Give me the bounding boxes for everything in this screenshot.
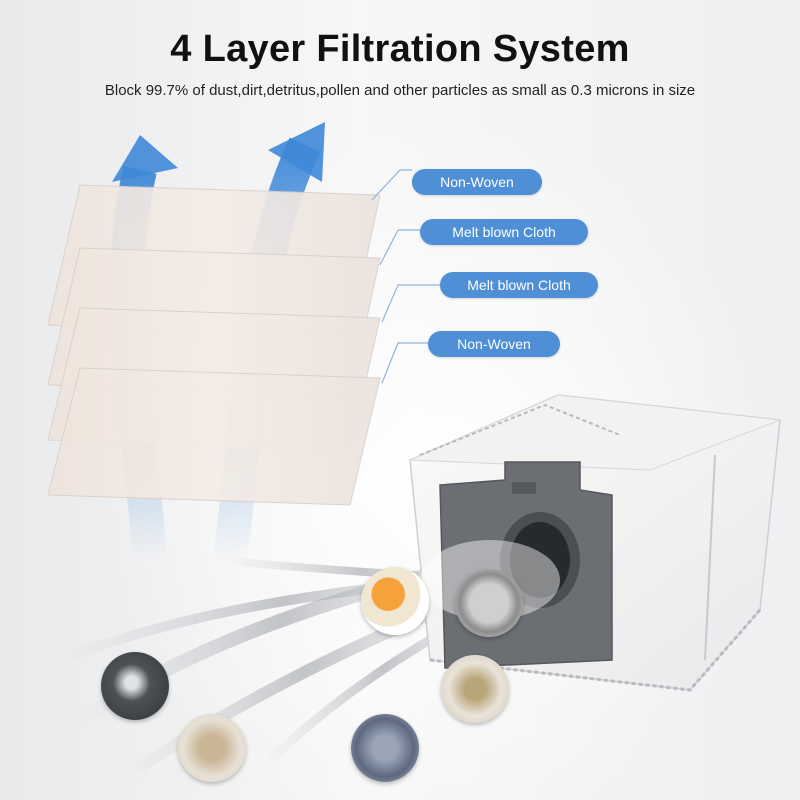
page-title: 4 Layer Filtration System xyxy=(170,28,630,70)
layer-callout-2: Melt blown Cloth xyxy=(420,219,588,245)
fruit-peel-sample xyxy=(361,567,429,635)
crumbs-sample xyxy=(441,655,509,723)
layer-callout-1: Non-Woven xyxy=(412,169,542,195)
dust-bag xyxy=(409,394,781,692)
layer-callout-4: Non-Woven xyxy=(428,331,560,357)
page-subtitle: Block 99.7% of dust,dirt,detritus,pollen… xyxy=(104,82,696,99)
debris-sample xyxy=(455,569,523,637)
filter-layer xyxy=(47,367,381,506)
hair-sample xyxy=(178,714,246,782)
layer-callout-3: Melt blown Cloth xyxy=(440,272,598,298)
callout-leader-lines xyxy=(371,169,440,384)
dust-ball-sample xyxy=(351,714,419,782)
dark-dust-sample xyxy=(101,652,169,720)
